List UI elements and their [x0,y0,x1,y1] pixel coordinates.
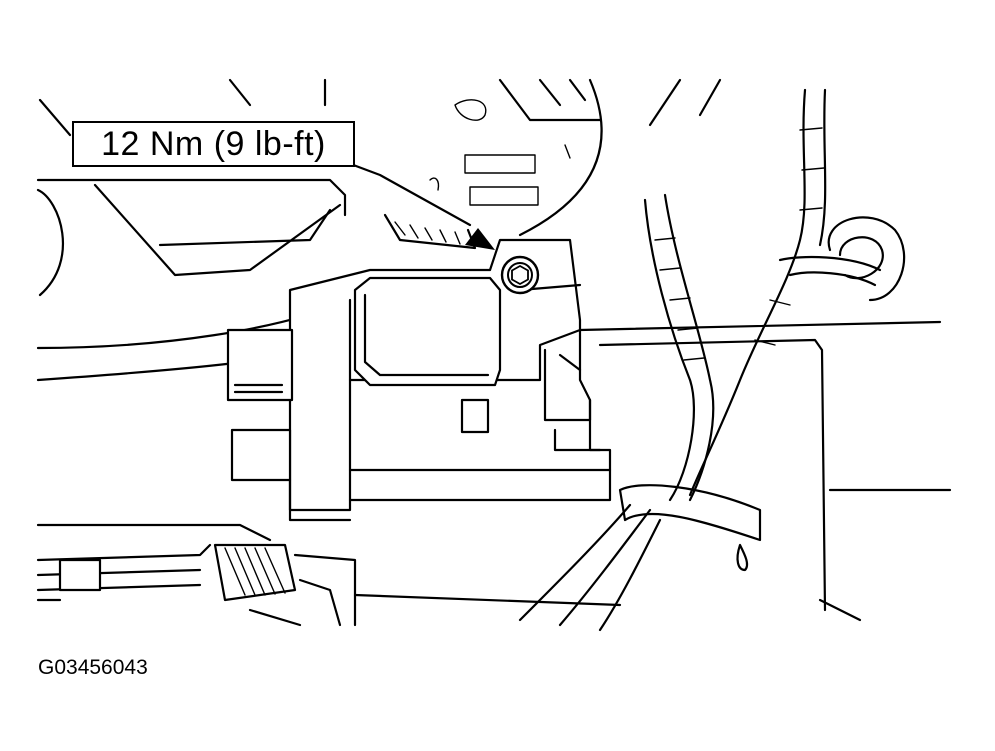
torque-spec-label: 12 Nm (9 lb-ft) [101,124,326,163]
torque-spec-callout: 12 Nm (9 lb-ft) [72,121,355,167]
wire-harness [518,88,882,632]
figure-id-label: G03456043 [38,656,148,679]
left-wire-connectors [36,543,357,627]
harness-grommet [827,216,906,302]
hex-socket-bolt-icon [500,255,540,295]
arrow-icon [465,228,495,250]
module-housing [226,238,612,522]
